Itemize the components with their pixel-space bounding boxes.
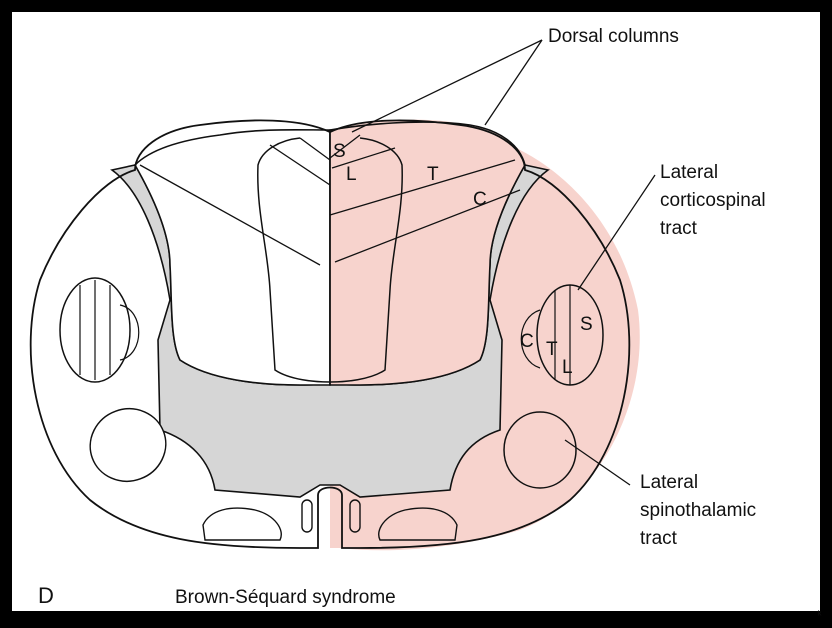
cs-letter-t: T: [546, 339, 558, 360]
label-lateral-spinothalamic-3: tract: [640, 528, 678, 549]
cs-letter-s: S: [580, 314, 593, 335]
label-dorsal-columns: Dorsal columns: [548, 26, 679, 47]
label-lateral-corticospinal-3: tract: [660, 218, 698, 239]
right-spinothalamic-tract: [504, 412, 576, 488]
label-lateral-spinothalamic-2: spinothalamic: [640, 500, 756, 521]
cs-letter-l: L: [562, 357, 573, 378]
dc-letter-s: S: [333, 141, 346, 162]
ventral-slot-right: [350, 500, 360, 532]
dc-letter-t: T: [427, 164, 439, 185]
figure-caption: Brown-Séquard syndrome: [175, 587, 396, 608]
dc-letter-l: L: [346, 164, 357, 185]
label-lateral-spinothalamic-1: Lateral: [640, 472, 698, 493]
label-lateral-corticospinal-2: corticospinal: [660, 190, 766, 211]
corner-mark: ᵏ: [818, 610, 822, 621]
panel-letter: D: [38, 583, 54, 608]
ventral-slot-left: [302, 500, 312, 532]
cs-letter-c: C: [520, 331, 534, 352]
label-lateral-corticospinal-1: Lateral: [660, 162, 718, 183]
dc-letter-c: C: [473, 189, 487, 210]
